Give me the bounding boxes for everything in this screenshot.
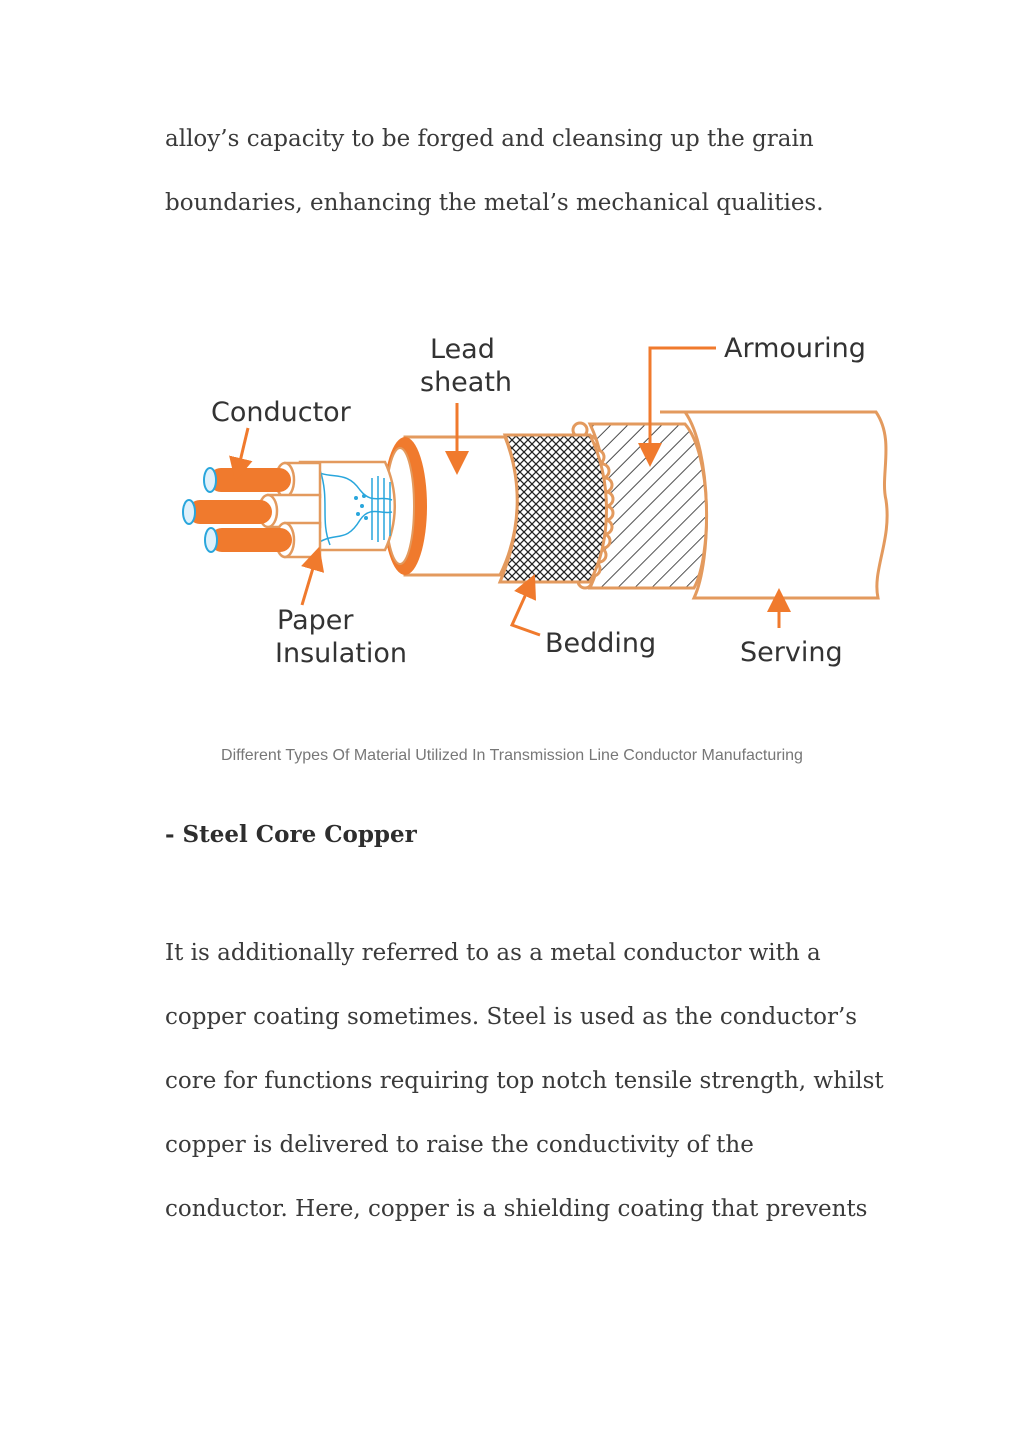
- text-line: boundaries, enhancing the metal’s mechan…: [165, 190, 824, 216]
- conductor-arrow: [229, 427, 253, 482]
- label-lead: Lead: [430, 334, 495, 365]
- label-armouring: Armouring: [724, 333, 866, 364]
- lead-sheath-layer: [403, 435, 519, 577]
- body-paragraph: It is additionally referred to as a meta…: [165, 937, 885, 1257]
- label-bedding: Bedding: [545, 628, 656, 659]
- paper-insulation-arrow: [300, 546, 325, 606]
- text-line: conductor. Here, copper is a shielding c…: [165, 1196, 868, 1222]
- text-line: copper is delivered to raise the conduct…: [165, 1132, 754, 1158]
- text-line: It is additionally referred to as a meta…: [165, 940, 821, 966]
- label-serving: Serving: [740, 637, 843, 668]
- armouring-arrow: [638, 346, 716, 467]
- text-line: alloy’s capacity to be forged and cleans…: [165, 126, 814, 152]
- section-heading: - Steel Core Copper: [165, 821, 417, 848]
- conductor-strands: [182, 467, 292, 553]
- text-line: core for functions requiring top notch t…: [165, 1068, 884, 1094]
- label-paper: Paper: [277, 605, 354, 636]
- cable-diagram: Lead sheath Armouring Conductor Paper In…: [170, 318, 900, 698]
- label-sheath: sheath: [420, 367, 512, 398]
- label-insulation: Insulation: [275, 638, 407, 669]
- text-line: copper coating sometimes. Steel is used …: [165, 1004, 858, 1030]
- label-conductor: Conductor: [211, 397, 352, 428]
- figure-caption: Different Types Of Material Utilized In …: [221, 747, 803, 764]
- bedding-arrow: [509, 574, 541, 637]
- intro-paragraph: alloy’s capacity to be forged and cleans…: [165, 123, 885, 251]
